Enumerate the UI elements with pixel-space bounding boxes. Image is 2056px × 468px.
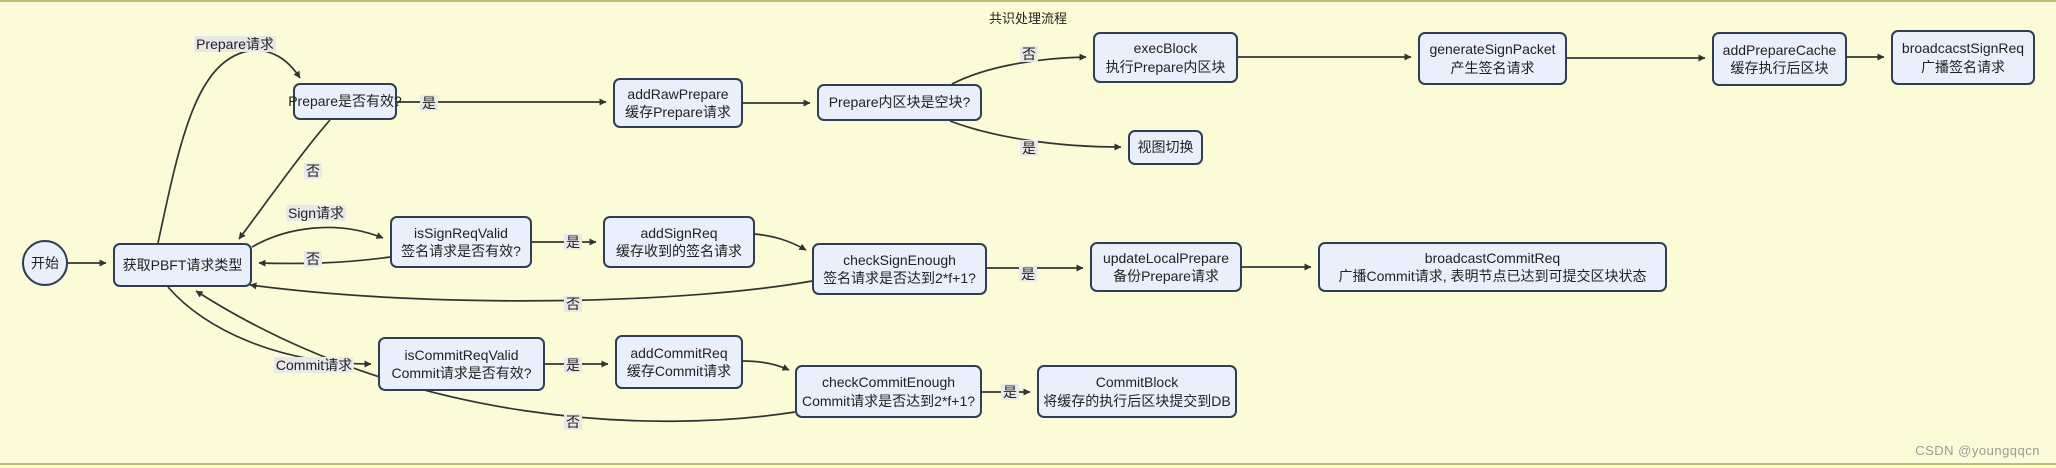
node-update-local-prepare-line: updateLocalPrepare [1102, 249, 1230, 266]
edge-check-sign-no [249, 280, 813, 302]
edge-get-type-to-commit-valid [167, 286, 372, 368]
node-generate-sign-packet-line: generateSignPacket [1429, 41, 1556, 58]
node-start: 开始 [22, 240, 68, 286]
edge-prepare-empty-no-exec [951, 53, 1087, 85]
node-update-local-prepare-line: 备份Prepare请求 [1113, 268, 1219, 284]
edge-label-prepare-empty-yes-view: 是 [1020, 139, 1038, 157]
edge-label-get-type-to-sign-valid: Sign请求 [285, 204, 347, 222]
edge-label-check-commit-no: 否 [564, 413, 582, 431]
node-add-prepare-cache-line: addPrepareCache [1722, 41, 1837, 58]
node-commit-block-line: 将缓存的执行后区块提交到DB [1043, 392, 1231, 409]
node-is-commit-req-valid-line: Commit请求是否有效? [391, 365, 532, 381]
node-check-commit-enough-line: checkCommitEnough [821, 374, 956, 391]
node-get-pbft-type: 获取PBFT请求类型 [113, 243, 252, 287]
edge-add-commit-to-check-commit [742, 360, 790, 371]
node-broadcast-commit-req-line: 广播Commit请求, 表明节点已达到可提交区块状态 [1338, 268, 1647, 284]
node-check-commit-enough-line: Commit请求是否达到2*f+1? [801, 392, 976, 409]
edge-label-sign-valid-no: 否 [304, 250, 322, 268]
node-prepare-valid: Prepare是否有效? [288, 83, 402, 120]
edge-label-prepare-valid-no: 否 [304, 162, 322, 180]
node-is-sign-req-valid: isSignReqValid 签名请求是否有效? [390, 216, 532, 268]
node-add-raw-prepare-line: addRawPrepare [627, 85, 729, 102]
node-add-raw-prepare: addRawPrepare 缓存Prepare请求 [613, 78, 743, 128]
node-prepare-empty: Prepare内区块是空块? [817, 84, 982, 121]
node-get-pbft-type-line: 获取PBFT请求类型 [122, 256, 243, 273]
node-add-sign-req: addSignReq 缓存收到的签名请求 [603, 216, 755, 268]
edge-label-sign-valid-yes: 是 [564, 233, 582, 251]
edge-label-prepare-empty-no-exec: 否 [1020, 45, 1038, 63]
node-is-sign-req-valid-line: isSignReqValid [414, 224, 508, 241]
node-add-commit-req-line: addCommitReq [630, 344, 728, 361]
node-check-sign-enough: checkSignEnough 签名请求是否达到2*f+1? [812, 243, 987, 295]
node-view-change-line: 视图切换 [1137, 139, 1194, 156]
edge-get-type-to-sign-valid [251, 226, 384, 248]
node-add-prepare-cache-line: 缓存执行后区块 [1730, 60, 1829, 76]
top-border-line [0, 0, 2056, 2]
node-is-commit-req-valid-line: isCommitReqValid [404, 346, 519, 363]
edge-label-prepare-valid-yes: 是 [420, 94, 438, 112]
edge-label-get-type-to-prepare-valid: Prepare请求 [194, 35, 276, 53]
edge-check-commit-no [195, 290, 796, 423]
node-add-sign-req-line: addSignReq [640, 224, 718, 241]
edge-sign-valid-no [258, 256, 391, 267]
node-exec-block-line: 执行Prepare内区块 [1105, 58, 1226, 75]
node-add-commit-req: addCommitReq 缓存Commit请求 [615, 335, 743, 389]
node-update-local-prepare: updateLocalPrepare 备份Prepare请求 [1090, 242, 1242, 292]
node-broadcast-commit-req: broadcastCommitReq 广播Commit请求, 表明节点已达到可提交… [1318, 242, 1667, 292]
node-broadcacst-sign-req-line: 广播签名请求 [1921, 58, 2005, 75]
watermark-text: CSDN @youngqqcn [1915, 443, 2040, 458]
node-prepare-empty-line: Prepare内区块是空块? [828, 94, 971, 111]
diagram-title: 共识处理流程 [988, 11, 1067, 26]
node-is-sign-req-valid-line: 签名请求是否有效? [401, 243, 521, 259]
node-exec-block-line: execBlock [1133, 40, 1198, 57]
edge-add-sign-to-check-sign [754, 233, 807, 251]
node-start-line: 开始 [31, 254, 59, 271]
edge-label-commit-valid-yes: 是 [564, 356, 582, 374]
node-view-change: 视图切换 [1128, 130, 1203, 165]
node-check-sign-enough-line: checkSignEnough [843, 251, 956, 268]
edge-get-type-to-prepare-valid [157, 49, 301, 244]
node-broadcacst-sign-req-line: broadcacstSignReq [1901, 40, 2025, 57]
bottom-border-line [0, 463, 2056, 465]
edge-prepare-valid-no [238, 119, 331, 240]
node-add-raw-prepare-line: 缓存Prepare请求 [625, 104, 731, 120]
edge-label-check-sign-yes: 是 [1019, 265, 1037, 283]
edge-label-check-sign-no: 否 [564, 295, 582, 313]
node-check-sign-enough-line: 签名请求是否达到2*f+1? [823, 270, 976, 286]
node-add-sign-req-line: 缓存收到的签名请求 [616, 243, 742, 259]
edge-label-check-commit-yes: 是 [1001, 383, 1019, 401]
edge-label-get-type-to-commit-valid: Commit请求 [273, 356, 355, 374]
node-prepare-valid-line: Prepare是否有效? [288, 93, 402, 110]
node-add-prepare-cache: addPrepareCache 缓存执行后区块 [1712, 32, 1847, 86]
node-commit-block-line: CommitBlock [1095, 374, 1179, 391]
node-generate-sign-packet-line: 产生签名请求 [1450, 59, 1535, 76]
node-broadcast-commit-req-line: broadcastCommitReq [1424, 249, 1561, 266]
node-add-commit-req-line: 缓存Commit请求 [626, 363, 732, 379]
